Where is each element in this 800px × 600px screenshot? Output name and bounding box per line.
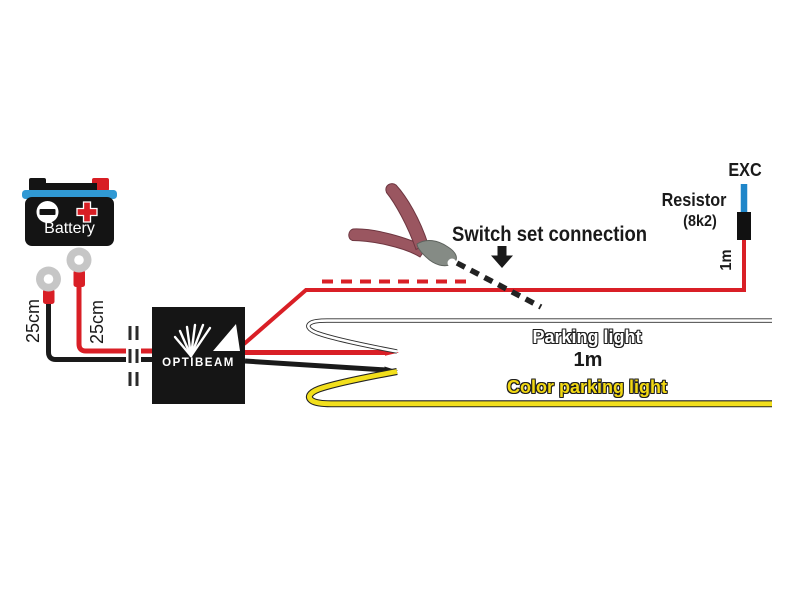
negative-cable [46,300,126,362]
crimp-sleeve [73,270,85,287]
output-wire-length-label: 1m [573,349,603,371]
battery-label: Battery [44,220,95,237]
pliers-jaw-notch [447,258,457,268]
resistor-value-label: (8k2) [683,213,717,230]
battery-icon [22,178,117,246]
exc-label: EXC [728,160,762,180]
pliers-upper-handle [385,183,429,251]
red-supply-wire [242,238,746,346]
black-output-lead [244,358,387,373]
optibeam-brand-label: OPTIBEAM [162,357,235,369]
parking-light-label: Parking light [532,327,642,347]
negative-cable-length-label: 25cm [23,299,43,344]
arrow-down-icon [491,246,513,268]
positive-cable [76,284,126,354]
optibeam-control-box [152,307,245,404]
pliers-icon [348,183,457,268]
cable-break-marks-icon [128,326,139,387]
color-parking-light-label: Color parking light [507,377,667,397]
control-box-body [152,307,245,404]
positive-cable-length-label: 25cm [87,300,107,345]
switch-set-connection-label: Switch set connection [452,223,648,246]
cut-dashed-line [455,260,543,310]
resistor-name-label: Resistor [661,190,727,210]
white-wire [307,319,772,353]
ring-terminal-positive-icon [66,247,92,287]
battery-cables [46,284,154,387]
crimp-sleeve [43,289,55,304]
battery-blue-band [22,190,117,199]
optibeam-logo-icon [173,323,240,358]
plus-icon [76,201,98,223]
battery-top-bar [38,183,97,191]
resistor-wire-length-label: 1m [718,249,735,271]
yellow-wire [307,369,772,407]
resistor-body [737,212,751,240]
pliers-lower-handle [348,228,428,258]
ring-terminal-negative-icon [36,266,61,304]
output-wires [242,238,772,408]
resistor-icon [737,184,751,240]
